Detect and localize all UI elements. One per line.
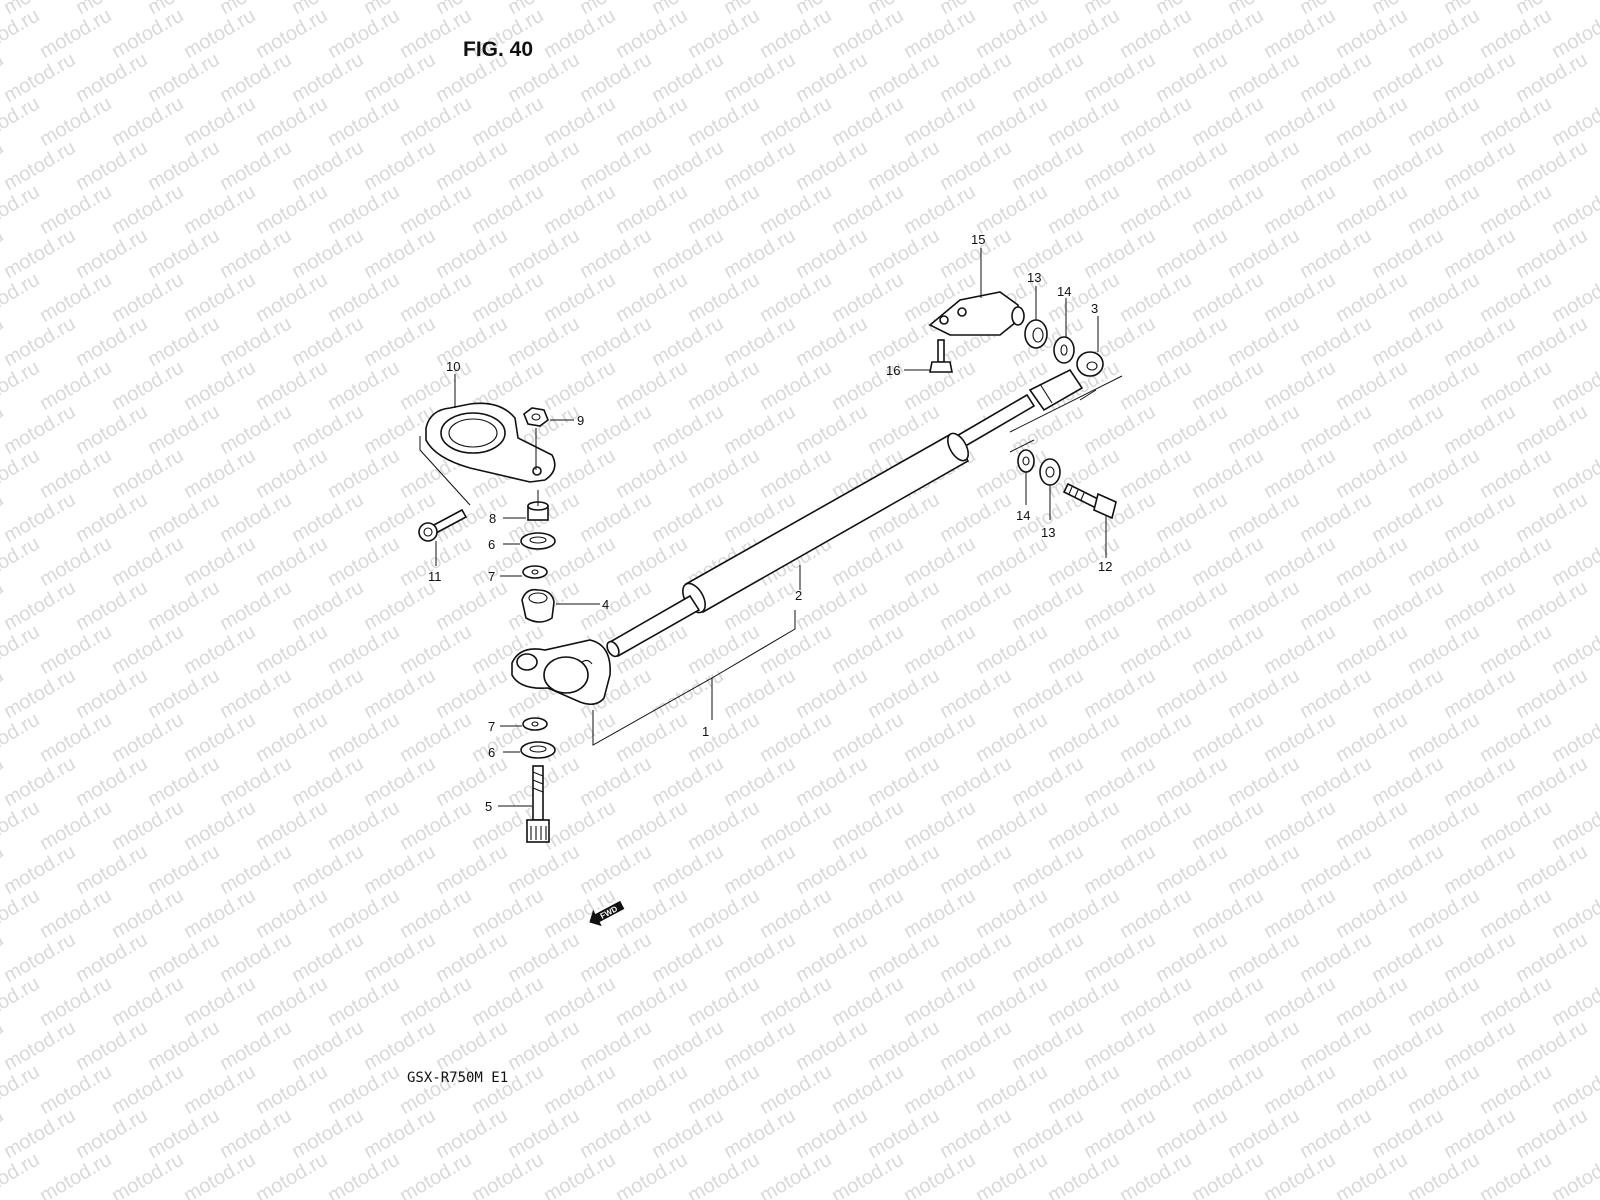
callout-11: 11 — [428, 569, 442, 584]
rubber-6-lower-outer — [520, 741, 556, 759]
bolt-5-thread — [532, 771, 544, 793]
washer-14-lower-outer — [1017, 449, 1035, 473]
bush-part-4 — [521, 588, 600, 623]
washer-14-upper-inner — [1060, 344, 1068, 356]
spacer-13-lower-outer — [1039, 458, 1061, 486]
rubber-6-upper-inner — [529, 536, 547, 544]
bolt-12-head — [1093, 492, 1117, 520]
bolt-5-knurl — [530, 826, 547, 840]
washer-14-upper-outer — [1053, 336, 1075, 364]
leader-1-bracket — [592, 677, 713, 746]
clamp-10-stud-hole — [532, 466, 542, 476]
callout-2: 2 — [795, 588, 802, 603]
washer-7-upper-inner — [531, 569, 539, 575]
bolt-part-16 — [904, 339, 953, 373]
bolt-16-head — [929, 361, 953, 373]
callout-15: 15 — [971, 232, 985, 247]
damper-clamp-mark — [581, 659, 593, 665]
callout-14b: 14 — [1016, 508, 1030, 523]
spacer-13-upper-outer — [1024, 319, 1048, 349]
callout-7a: 7 — [488, 569, 495, 584]
upper-bracket-hole-2 — [957, 307, 967, 317]
callout-6b: 6 — [488, 745, 495, 760]
damper-body-end-cap — [946, 432, 970, 462]
washer-7-lower-outer — [522, 717, 548, 731]
damper-clamp-body — [543, 656, 589, 694]
bolt-11-head — [418, 522, 438, 542]
clamp-10-bore — [448, 418, 498, 448]
washer-part-7-upper — [500, 565, 548, 579]
nut-9-hex — [523, 407, 549, 427]
spacer-13-upper-inner — [1032, 327, 1044, 343]
callout-12: 12 — [1098, 559, 1112, 574]
steering-damper-assembly — [511, 351, 1104, 746]
bolt-12-thread — [1068, 486, 1085, 501]
callout-10: 10 — [446, 359, 460, 374]
damper-body-tube — [684, 432, 970, 614]
upper-bracket-part-15 — [928, 248, 1025, 336]
washer-7-lower-inner — [531, 721, 539, 727]
nut-9-hole — [531, 413, 541, 421]
washer-7-upper-outer — [522, 565, 548, 579]
leader-11-guide — [419, 436, 471, 506]
bolt-5-head — [526, 819, 550, 843]
axis-line-upper-b — [1079, 389, 1097, 401]
bolt-11-socket — [423, 527, 433, 537]
spacer-13-lower-inner — [1045, 466, 1055, 478]
damper-rod-tip — [606, 640, 620, 658]
callout-8: 8 — [489, 511, 496, 526]
bush-4-top — [528, 592, 548, 604]
rod-end-sleeve — [1028, 368, 1084, 412]
fwd-arrow-icon: FWD — [589, 900, 625, 927]
rod-end-eye-hole — [1086, 361, 1098, 371]
collar-part-8 — [503, 501, 549, 521]
rod-end-eye — [1076, 351, 1104, 377]
rubber-part-6-upper — [503, 532, 556, 550]
bolt-part-12 — [1062, 482, 1117, 558]
callout-14a: 14 — [1057, 284, 1071, 299]
callout-13b: 13 — [1041, 525, 1055, 540]
spacer-13-lower — [1039, 458, 1061, 520]
leader-2-bracket — [711, 610, 796, 679]
washer-14-lower — [1017, 449, 1035, 505]
callout-13a: 13 — [1027, 270, 1041, 285]
callout-6a: 6 — [488, 537, 495, 552]
nut-part-9 — [523, 407, 574, 470]
washer-part-7-lower — [500, 717, 548, 731]
bolt-part-11 — [418, 508, 468, 566]
washer-14-upper — [1053, 298, 1075, 364]
callout-1: 1 — [702, 724, 709, 739]
bolt-16-shank — [937, 339, 945, 363]
callout-4: 4 — [602, 597, 609, 612]
bolt-part-5 — [498, 765, 550, 843]
rubber-6-lower-inner — [529, 745, 547, 753]
callout-16: 16 — [886, 363, 900, 378]
rubber-6-upper-outer — [520, 532, 556, 550]
figure-title: FIG. 40 — [463, 38, 533, 61]
bush-4-body — [521, 588, 555, 623]
callout-9: 9 — [577, 413, 584, 428]
axis-line-upper — [1009, 375, 1123, 433]
handlebar-clamp-part-10 — [419, 374, 556, 506]
rod-end-sleeve-ring — [1039, 383, 1053, 404]
damper-clamp-bore — [516, 653, 538, 671]
damper-rod-lower — [608, 594, 701, 658]
callout-3: 3 — [1091, 301, 1098, 316]
upper-bracket-hole-1 — [939, 315, 949, 325]
spacer-13-upper — [1024, 286, 1048, 349]
axis-line-lower — [1009, 439, 1035, 453]
upper-bracket-plate — [928, 291, 1019, 336]
rubber-part-6-lower — [503, 741, 556, 759]
washer-14-lower-inner — [1022, 456, 1030, 466]
damper-piston-rod-upper — [953, 393, 1036, 450]
callout-7b: 7 — [488, 719, 495, 734]
upper-bracket-boss — [1011, 306, 1025, 326]
callout-5: 5 — [485, 799, 492, 814]
model-code: GSX-R750M E1 — [407, 1070, 508, 1086]
